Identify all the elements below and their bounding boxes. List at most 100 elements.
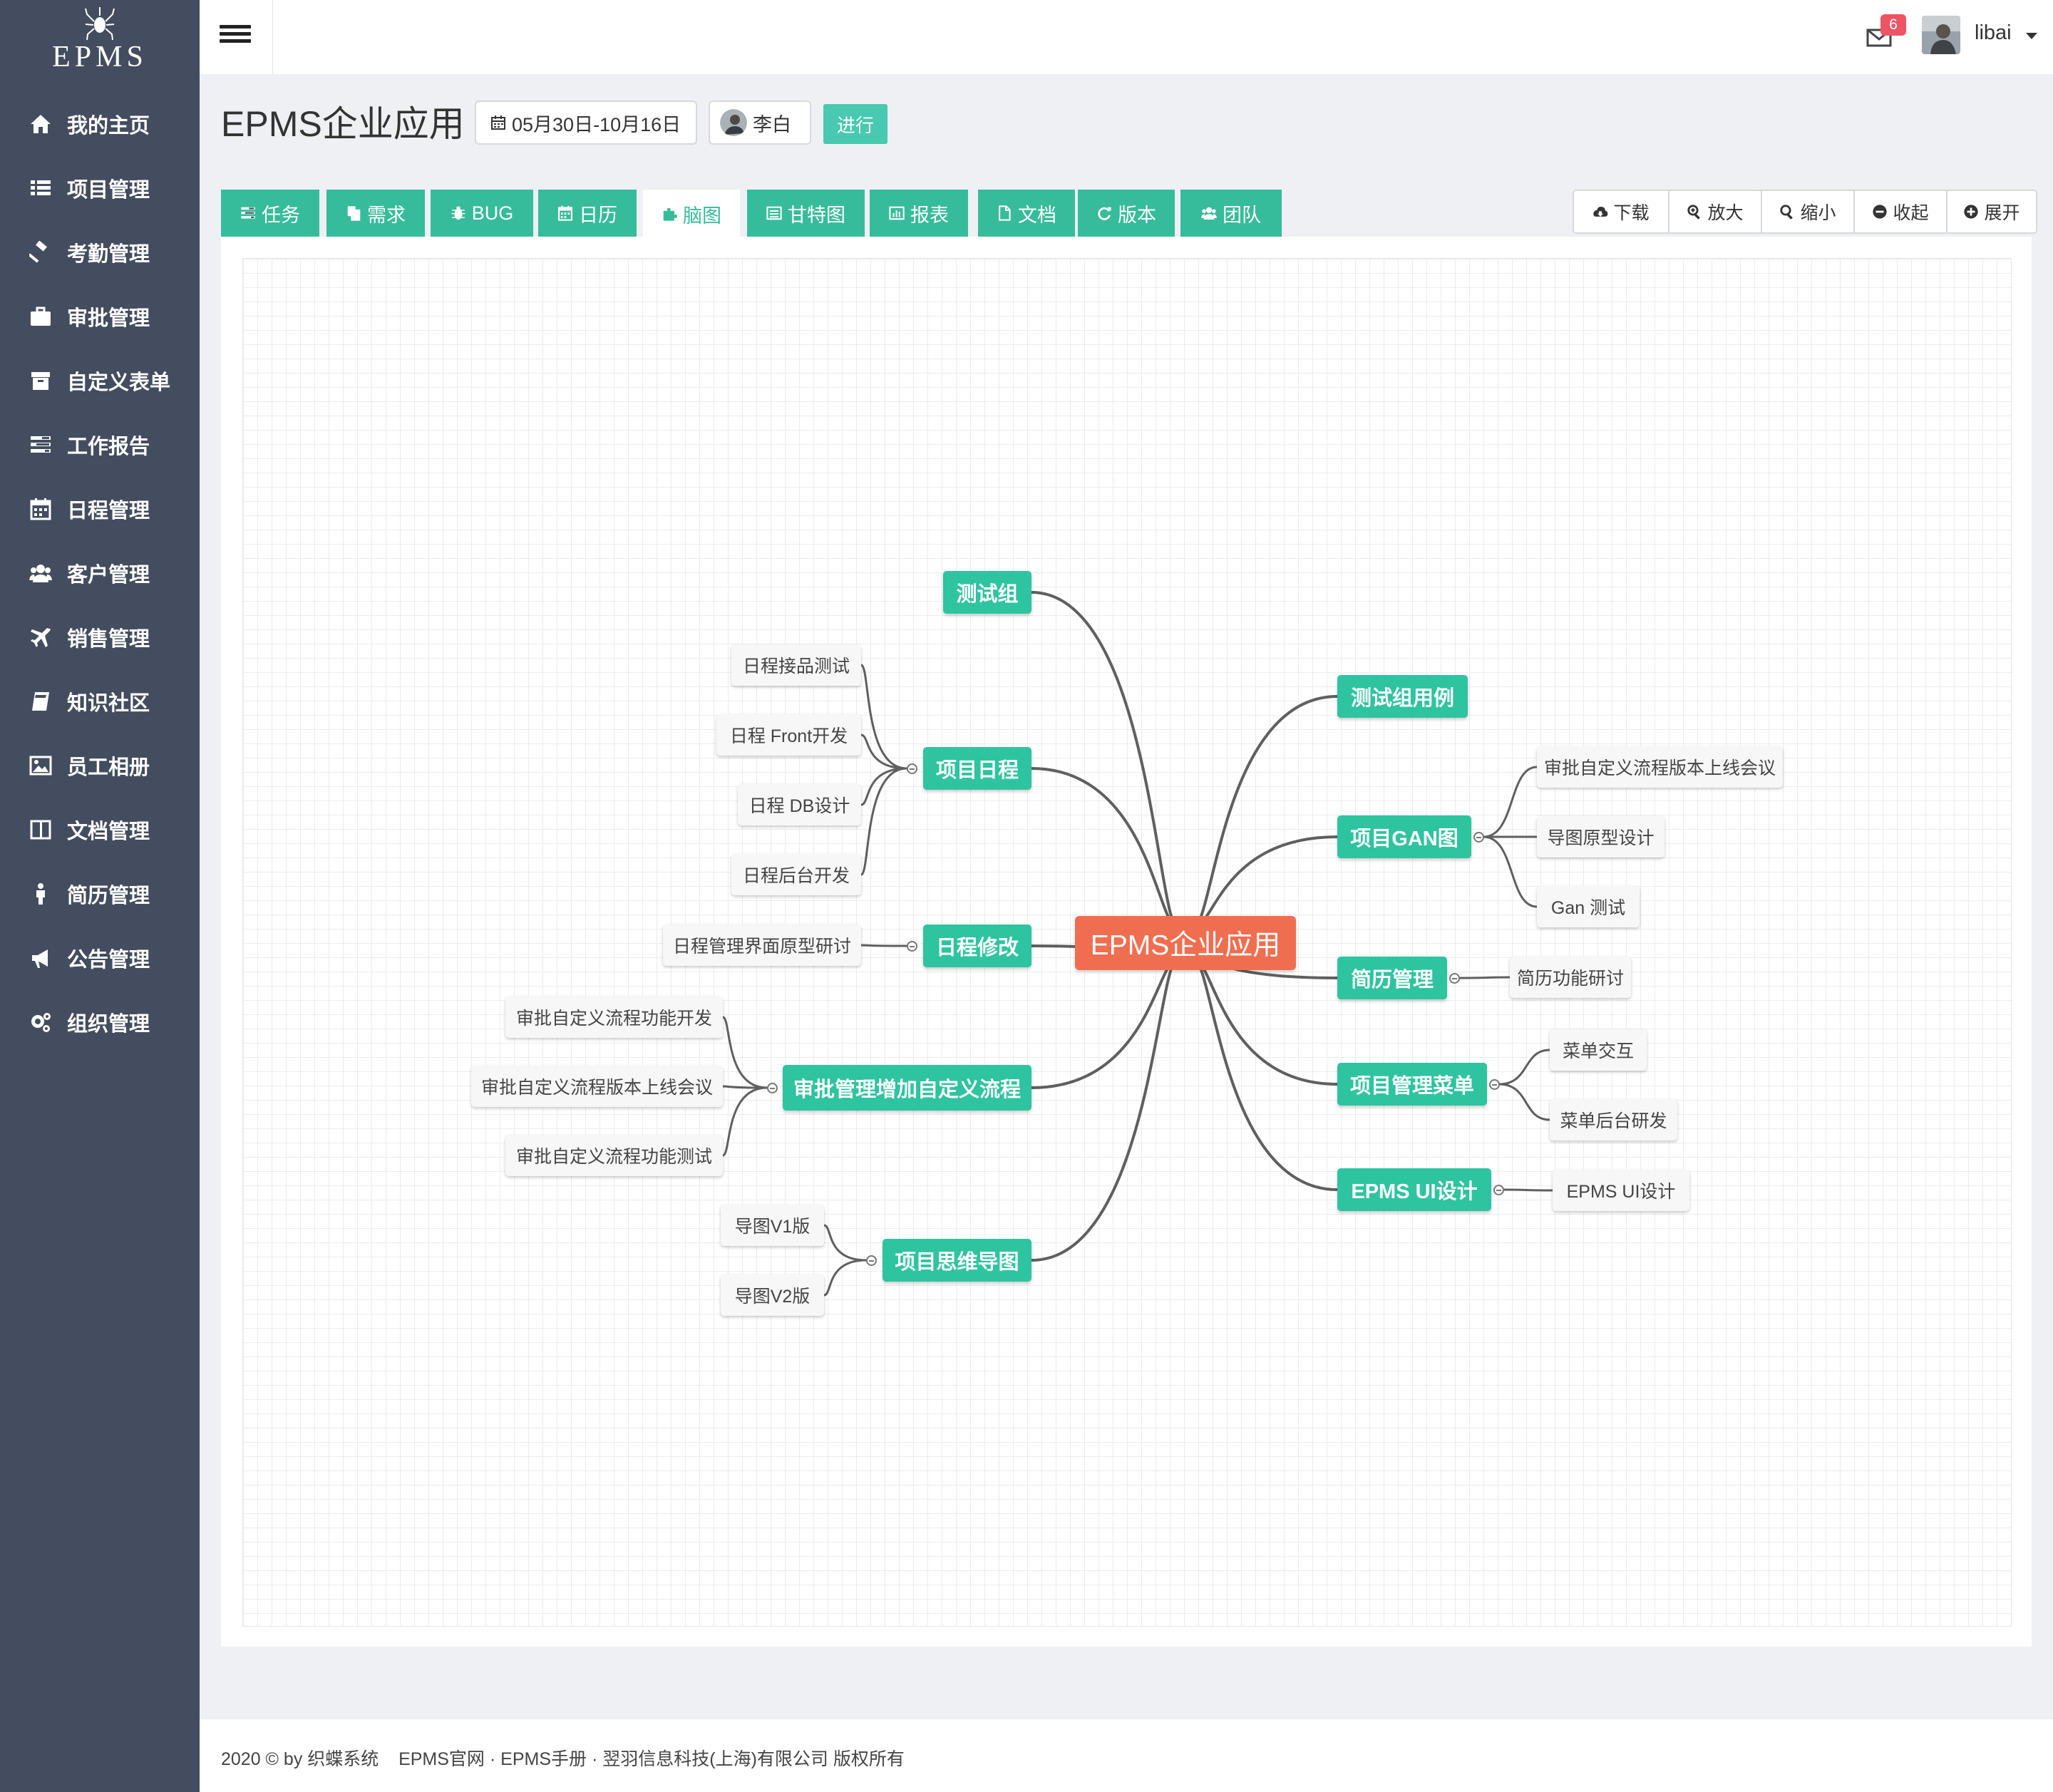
mindmap-leaf-node[interactable]: 菜单交互 xyxy=(1550,1029,1647,1071)
plane-icon xyxy=(31,628,51,647)
mindmap-leaf-node[interactable]: 日程 DB设计 xyxy=(738,784,861,825)
mindmap-leaf-node[interactable]: EPMS UI设计 xyxy=(1553,1170,1689,1211)
tab-label: 需求 xyxy=(367,204,406,226)
sidebar-item-4[interactable]: 自定义表单 xyxy=(0,349,200,413)
mindmap-leaf-node[interactable]: Gan 测试 xyxy=(1537,886,1640,927)
mindmap-branch-node[interactable]: 项目GAN图 xyxy=(1337,815,1471,858)
mindmap-leaf-node[interactable]: 菜单后台研发 xyxy=(1550,1099,1677,1140)
toolbar-button-4[interactable]: 展开 xyxy=(1947,191,2036,232)
tab-8[interactable]: 版本 xyxy=(1078,190,1175,237)
collapse-toggle-icon[interactable] xyxy=(866,1255,877,1266)
mindmap-branch-node[interactable]: 测试组用例 xyxy=(1337,675,1468,718)
mindmap-leaf-node[interactable]: 审批自定义流程版本上线会议 xyxy=(471,1066,723,1107)
link-official-site[interactable]: EPMS官网 xyxy=(398,1749,485,1769)
cloud-download-icon xyxy=(1593,207,1608,217)
list-icon xyxy=(31,180,51,195)
briefcase-icon xyxy=(31,307,51,326)
toolbar-button-3[interactable]: 收起 xyxy=(1855,191,1947,232)
chevron-down-icon[interactable] xyxy=(2026,33,2037,39)
mindmap-leaf-node[interactable]: 审批自定义流程版本上线会议 xyxy=(1537,746,1783,788)
sidebar-item-13[interactable]: 公告管理 xyxy=(0,926,200,990)
mindmap-leaf-node[interactable]: 日程管理界面原型研讨 xyxy=(663,925,861,966)
mindmap-branch-node[interactable]: 简历管理 xyxy=(1337,957,1447,999)
mindmap-leaf-node[interactable]: 日程 Front开发 xyxy=(716,714,861,756)
connector-line xyxy=(721,1016,768,1089)
sidebar-item-5[interactable]: 工作报告 xyxy=(0,413,200,477)
sidebar-item-2[interactable]: 考勤管理 xyxy=(0,220,200,284)
logo[interactable]: EPMS xyxy=(0,0,200,77)
mindmap-branch-node[interactable]: 项目管理菜单 xyxy=(1337,1063,1487,1106)
mindmap-leaf-node[interactable]: 简历功能研讨 xyxy=(1510,957,1631,998)
tab-6[interactable]: 报表 xyxy=(870,190,968,237)
sidebar-item-12[interactable]: 简历管理 xyxy=(0,862,200,926)
owner-chip[interactable]: 李白 xyxy=(709,101,811,145)
tab-label: 甘特图 xyxy=(788,204,845,226)
hamburger-menu-icon[interactable] xyxy=(220,21,251,53)
sidebar-item-1[interactable]: 项目管理 xyxy=(0,156,200,220)
sidebar-item-label: 审批管理 xyxy=(67,307,150,330)
sidebar-item-0[interactable]: 我的主页 xyxy=(0,92,200,156)
date-range-chip[interactable]: 05月30日-10月16日 xyxy=(475,101,697,145)
mindmap-branch-node[interactable]: 项目日程 xyxy=(923,747,1031,790)
tab-3[interactable]: 日历 xyxy=(538,190,637,237)
collapse-toggle-icon[interactable] xyxy=(1449,973,1460,984)
mindmap-branch-node[interactable]: 测试组 xyxy=(943,571,1031,614)
logo-text: EPMS xyxy=(52,41,148,73)
tab-4[interactable]: 脑图 xyxy=(643,190,740,238)
avatar[interactable] xyxy=(1922,16,1960,54)
gavel-icon xyxy=(29,241,47,263)
tasks-icon xyxy=(241,207,255,219)
connector-line xyxy=(1030,956,1180,1262)
tab-9[interactable]: 团队 xyxy=(1180,190,1282,237)
mindmap-leaf-node[interactable]: 审批自定义流程功能开发 xyxy=(505,997,723,1038)
sidebar-item-8[interactable]: 销售管理 xyxy=(0,605,200,669)
sidebar-item-7[interactable]: 客户管理 xyxy=(0,541,200,605)
mindmap-branch-node[interactable]: 项目思维导图 xyxy=(883,1239,1031,1282)
tab-1[interactable]: 需求 xyxy=(326,190,425,237)
status-badge: 进行 xyxy=(823,104,887,144)
collapse-toggle-icon[interactable] xyxy=(907,763,917,774)
mindmap-leaf-node[interactable]: 日程后台开发 xyxy=(731,854,861,895)
columns-icon xyxy=(30,820,51,840)
mindmap-canvas[interactable]: EPMS企业应用 测试组项目日程 日程接品测试日程 Front开发日程 DB设计日程… xyxy=(242,258,2012,1627)
tab-0[interactable]: 任务 xyxy=(221,190,319,237)
sidebar-item-3[interactable]: 审批管理 xyxy=(0,284,200,349)
toolbar-button-2[interactable]: 缩小 xyxy=(1762,191,1855,232)
mindmap-leaf-node[interactable]: 审批自定义流程功能测试 xyxy=(505,1135,723,1176)
male-icon xyxy=(36,883,45,905)
connector-line xyxy=(721,1085,768,1089)
link-manual[interactable]: EPMS手册 xyxy=(500,1749,587,1769)
sidebar-item-14[interactable]: 组织管理 xyxy=(0,990,200,1054)
separator: · xyxy=(591,1749,598,1769)
connector-line xyxy=(823,1224,868,1262)
toolbar-button-0[interactable]: 下载 xyxy=(1574,191,1669,232)
tab-5[interactable]: 甘特图 xyxy=(747,190,865,237)
collapse-toggle-icon[interactable] xyxy=(767,1083,778,1093)
mindmap-root-node[interactable]: EPMS企业应用 xyxy=(1075,916,1296,970)
mindmap-leaf-node[interactable]: 导图V1版 xyxy=(721,1205,824,1246)
mindmap-branch-node[interactable]: 日程修改 xyxy=(923,925,1031,967)
collapse-toggle-icon[interactable] xyxy=(1493,1185,1504,1195)
sidebar-item-10[interactable]: 员工相册 xyxy=(0,733,200,798)
home-icon xyxy=(31,115,51,133)
tab-label: 报表 xyxy=(910,204,949,226)
mindmap-branch-node[interactable]: EPMS UI设计 xyxy=(1337,1168,1491,1211)
list-alt-icon xyxy=(766,206,782,220)
collapse-toggle-icon[interactable] xyxy=(1473,832,1484,843)
sidebar-item-6[interactable]: 日程管理 xyxy=(0,477,200,541)
mindmap-leaf-node[interactable]: 日程接品测试 xyxy=(731,644,861,686)
mindmap-panel: EPMS企业应用 测试组项目日程 日程接品测试日程 Front开发日程 DB设计日程… xyxy=(221,237,2032,1647)
mindmap-leaf-node[interactable]: 导图原型设计 xyxy=(1537,816,1664,858)
toolbar-button-1[interactable]: 放大 xyxy=(1669,191,1762,232)
sidebar-item-label: 我的主页 xyxy=(67,115,150,138)
mindmap-leaf-node[interactable]: 导图V2版 xyxy=(721,1275,824,1316)
archive-icon xyxy=(31,372,50,390)
sidebar-item-11[interactable]: 文档管理 xyxy=(0,798,200,862)
mindmap-branch-node[interactable]: 审批管理增加自定义流程 xyxy=(783,1065,1031,1111)
collapse-toggle-icon[interactable] xyxy=(907,941,917,952)
sidebar-item-9[interactable]: 知识社区 xyxy=(0,669,200,733)
username[interactable]: libai xyxy=(1975,21,2012,44)
tab-7[interactable]: 文档 xyxy=(978,190,1075,237)
collapse-toggle-icon[interactable] xyxy=(1489,1079,1500,1090)
tab-2[interactable]: BUG xyxy=(431,190,533,237)
